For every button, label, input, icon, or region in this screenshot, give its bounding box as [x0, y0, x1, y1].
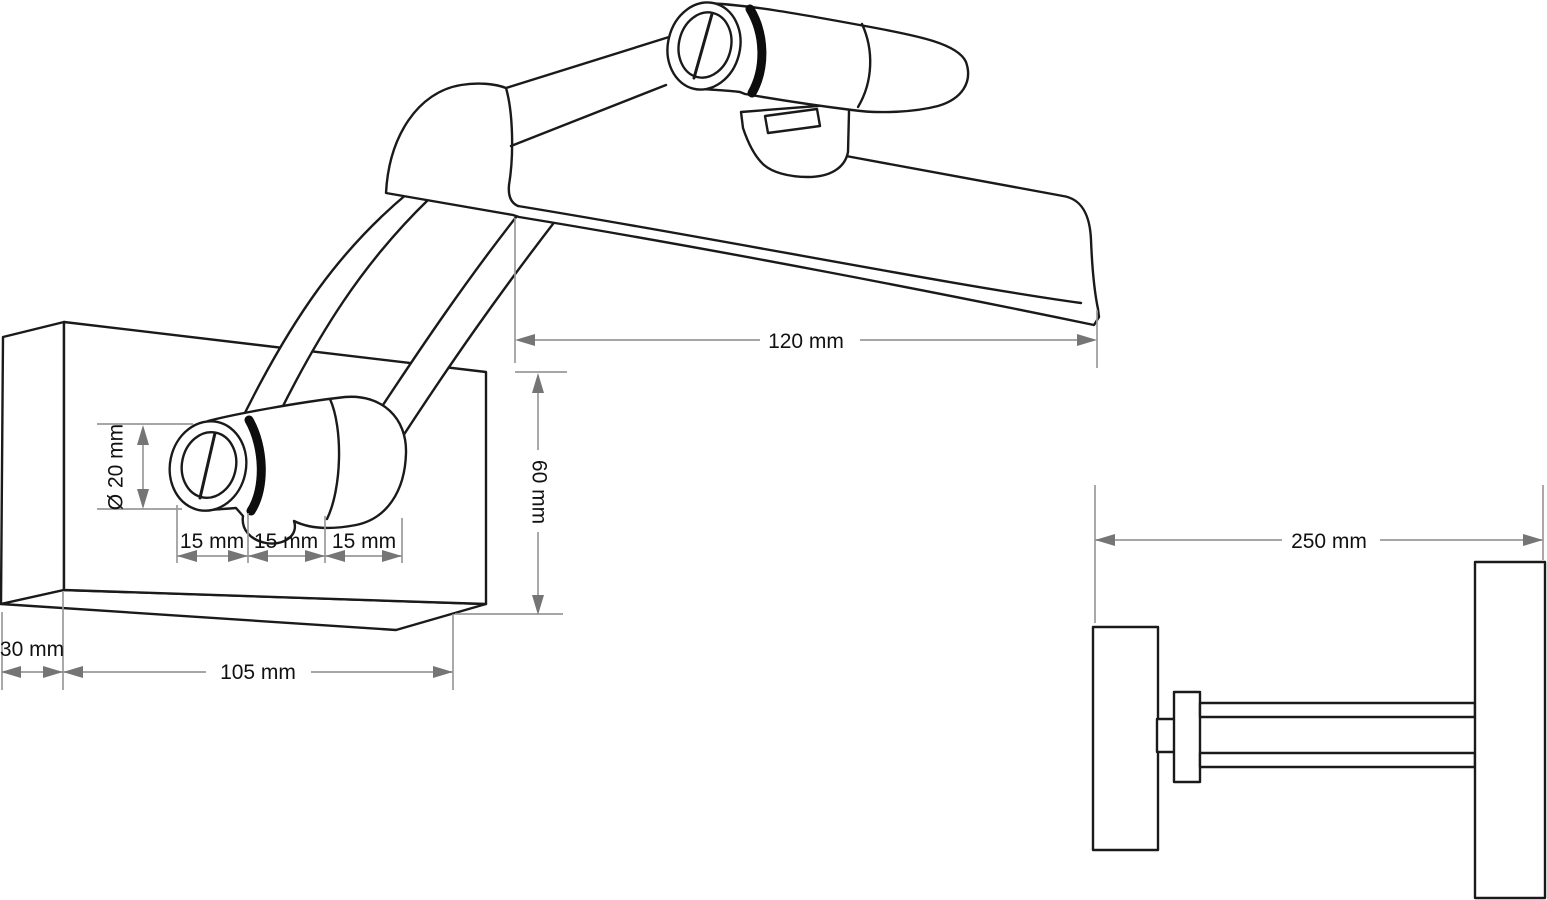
- dimension-label: 15 mm: [254, 530, 318, 553]
- bulb-housing: [666, 1, 970, 114]
- arrowhead-left: [63, 666, 83, 678]
- mount-black-band: [244, 415, 266, 516]
- arrowhead-down: [137, 489, 149, 509]
- dimension-label: 250 mm: [1291, 530, 1367, 553]
- arrowhead-down: [532, 595, 544, 615]
- bulb-joint-line: [856, 22, 872, 109]
- lamp-shade: [384, 35, 1101, 327]
- arrowhead: [228, 550, 248, 562]
- bracket-slot: [763, 107, 822, 135]
- perspective-view: 120 mm 60 mm Ø 20 mm: [0, 1, 1101, 690]
- dimension-projection-250mm: 250 mm: [1094, 485, 1544, 623]
- bulb-screw-slot: [692, 12, 714, 80]
- lamp-head: [1473, 560, 1547, 900]
- wall-mount-cylinder: [168, 395, 408, 545]
- dimension-label: 15 mm: [180, 530, 244, 553]
- arm-tube-lower: [1198, 751, 1477, 769]
- arm-bracket: [1172, 690, 1202, 784]
- arrowhead: [177, 550, 197, 562]
- bulb-body: [700, 1, 970, 114]
- arrowhead: [382, 550, 402, 562]
- bulb-black-band: [745, 4, 767, 98]
- shade-body: [384, 35, 1101, 327]
- dimension-label: 30 mm: [0, 638, 64, 661]
- dimension-label: 15 mm: [332, 530, 396, 553]
- dimension-mount-segments-15mm: 15 mm 15 mm 15 mm: [176, 505, 403, 563]
- arrowhead: [305, 550, 325, 562]
- dimension-label: Ø 20 mm: [105, 424, 128, 510]
- wall-box-left-face: [0, 320, 66, 606]
- dimension-label: 120 mm: [768, 330, 844, 353]
- dimension-mount-diameter-20mm: Ø 20 mm: [97, 423, 193, 510]
- dimension-box-width-105mm: 105 mm: [62, 592, 454, 690]
- shade-front-rim-line: [516, 204, 1083, 305]
- arrowhead: [248, 550, 268, 562]
- arrowhead-left: [515, 334, 535, 346]
- mount-screw-slot: [198, 431, 217, 500]
- arrowhead-right: [43, 666, 63, 678]
- arrowhead-right: [1523, 534, 1543, 546]
- mount-joint-line: [325, 397, 341, 521]
- arrowhead-left: [1, 666, 21, 678]
- dimension-box-height-60mm: 60 mm: [455, 371, 567, 615]
- arrowhead-left: [1095, 534, 1115, 546]
- dimension-label: 60 mm: [528, 460, 551, 524]
- shade-dome-edge: [504, 86, 520, 208]
- top-view: 250 mm: [1091, 485, 1547, 900]
- arm-tube-upper: [1198, 701, 1477, 719]
- arrowhead-up: [532, 373, 544, 393]
- dimension-box-depth-30mm: 30 mm: [0, 612, 64, 690]
- arrowhead: [325, 550, 345, 562]
- arrowhead-right: [433, 666, 453, 678]
- arrowhead-right: [1077, 334, 1097, 346]
- wall-plate: [1091, 625, 1160, 852]
- dimension-shade-length-120mm: 120 mm: [514, 218, 1098, 368]
- arrowhead-up: [137, 425, 149, 445]
- dimension-label: 105 mm: [220, 661, 296, 684]
- spacer-block: [1155, 717, 1177, 754]
- shade-back-fold-line: [509, 83, 668, 148]
